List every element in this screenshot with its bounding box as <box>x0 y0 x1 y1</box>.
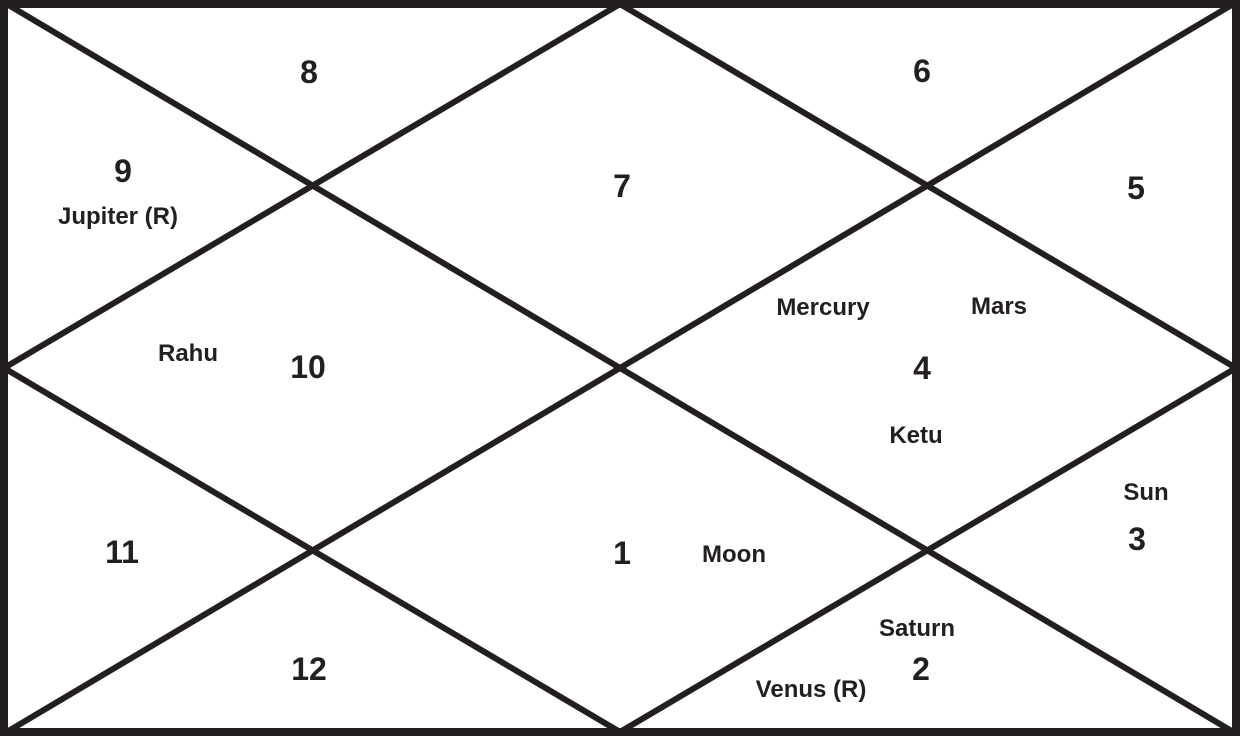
planet-venus-label: Venus (R) <box>756 676 867 703</box>
house-3-number: 3 <box>1128 521 1146 557</box>
planet-sun-label: Sun <box>1123 479 1168 506</box>
house-5-number: 5 <box>1127 170 1145 206</box>
house-8-number: 8 <box>300 54 318 90</box>
house-9-number: 9 <box>114 153 132 189</box>
house-12-number: 12 <box>291 651 327 687</box>
house-10-number: 10 <box>290 349 326 385</box>
planet-moon-label: Moon <box>702 541 766 568</box>
house-11-number: 11 <box>105 534 139 570</box>
planet-ketu-label: Ketu <box>889 422 942 449</box>
planet-mercury-label: Mercury <box>776 294 870 321</box>
house-1-number: 1 <box>613 535 631 571</box>
house-7-number: 7 <box>613 168 631 204</box>
house-6-number: 6 <box>913 53 931 89</box>
planet-saturn-label: Saturn <box>879 615 955 642</box>
house-4-number: 4 <box>913 350 931 386</box>
planet-rahu-label: Rahu <box>158 340 218 367</box>
house-2-number: 2 <box>912 651 930 687</box>
planet-jupiter-label: Jupiter (R) <box>58 203 178 230</box>
planet-mars-label: Mars <box>971 293 1027 320</box>
